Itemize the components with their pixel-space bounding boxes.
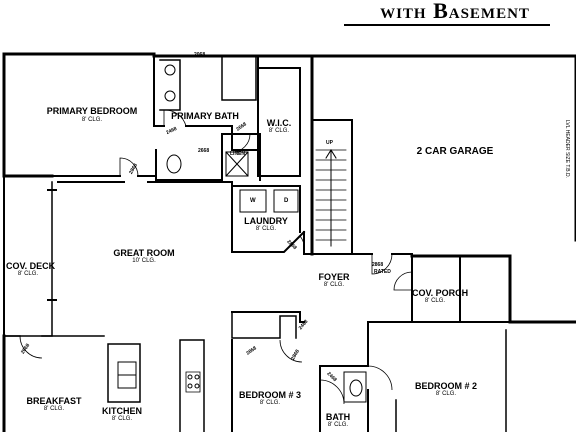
garage-header-note: LVL HEADER SIZE T.B.D. — [564, 120, 570, 178]
primary-bath-label: PRIMARY BATH — [171, 111, 239, 121]
bedroom3-label: BEDROOM # 3 — [238, 390, 301, 400]
bath-clg: 8' CLG. — [327, 422, 349, 428]
plan-title: with Basement — [380, 0, 530, 23]
kitchen-burner-3 — [187, 383, 193, 389]
primary-bath-walls — [155, 125, 261, 181]
linen-label: LINEN — [230, 151, 245, 157]
kitchen-burner-4 — [194, 383, 200, 389]
door-swing-primary-bed — [119, 157, 139, 177]
linen-box — [225, 151, 249, 177]
toilet-bath — [349, 379, 363, 397]
great-room-top-wall — [57, 181, 233, 253]
door-swing-bed2 — [367, 365, 393, 391]
door-swing-front — [393, 271, 413, 291]
door-swing-bath — [319, 379, 345, 405]
bath-label: BATH — [325, 412, 351, 422]
breakfast-clg: 8' CLG. — [43, 406, 65, 412]
bedroom3-top-wall — [231, 311, 305, 323]
deck-posts — [47, 189, 57, 301]
kitchen-burner-1 — [187, 374, 193, 380]
cov-porch-label: COV. PORCH — [412, 288, 469, 298]
vanity-counter — [159, 59, 181, 111]
kitchen-sink — [117, 361, 137, 389]
cov-deck-clg: 8' CLG. — [17, 271, 39, 277]
door-tag-11: 2068 — [194, 52, 206, 58]
range-burners — [185, 371, 201, 393]
laundry-label: LAUNDRY — [244, 216, 288, 226]
foyer-clg: 8' CLG. — [323, 282, 345, 288]
primary-bed-bottom-wall — [51, 149, 157, 177]
laundry-clg: 8' CLG. — [255, 226, 277, 232]
stair-up-label: UP — [326, 140, 333, 146]
title-underline — [344, 24, 550, 26]
washer-label: W — [250, 198, 256, 204]
wic-label: W.I.C. — [266, 118, 292, 128]
toilet-primary — [166, 154, 182, 174]
wic-walls — [231, 55, 301, 177]
door-swing-garage — [371, 253, 393, 275]
great-room-clg: 10' CLG. — [132, 258, 156, 264]
exterior-wall-top — [2, 52, 576, 58]
garage-label: 2 CAR GARAGE — [416, 146, 494, 157]
stair-arrow — [325, 149, 337, 247]
primary-bedroom-clg: 8' CLG. — [81, 117, 103, 123]
dryer-box — [273, 189, 299, 213]
door-swing-breakfast — [19, 335, 43, 359]
dryer-label: D — [284, 198, 289, 204]
bedroom3-clg: 8' CLG. — [259, 400, 281, 406]
kitchen-clg: 8' CLG. — [111, 416, 133, 422]
bath-walls — [319, 365, 369, 432]
door-tag-6: 2868 — [372, 262, 384, 268]
bedroom2-clg: 8' CLG. — [435, 391, 457, 397]
great-room-label: GREAT ROOM — [113, 248, 175, 258]
cov-deck-walls — [3, 181, 53, 337]
cov-deck-label: COV. DECK — [6, 261, 56, 271]
door-swing-primary-bath — [163, 109, 187, 127]
door-tag-2: 2668 — [198, 148, 210, 154]
breakfast-label: BREAKFAST — [26, 396, 82, 406]
sink-bowl-2 — [164, 90, 176, 102]
wic-clg: 8' CLG. — [268, 128, 290, 134]
cov-porch-clg: 8' CLG. — [424, 298, 446, 304]
kitchen-label: KITCHEN — [102, 406, 142, 416]
closet-walls — [231, 311, 297, 339]
bedroom2-label: BEDROOM # 2 — [414, 381, 477, 391]
primary-bedroom-label: PRIMARY BEDROOM — [46, 106, 138, 116]
sink-bowl-1 — [164, 64, 176, 76]
kitchen-counter — [179, 339, 205, 432]
bath-right-closet — [395, 329, 507, 432]
door-swing-bed3 — [279, 339, 303, 363]
foyer-label: FOYER — [318, 272, 350, 282]
bedroom2-walls — [367, 321, 511, 432]
door-swing-wic — [231, 133, 251, 153]
shower-walls — [221, 55, 257, 101]
door-tag-rated: RATED — [374, 269, 391, 275]
kitchen-burner-2 — [194, 374, 200, 380]
door-swing-laundry — [283, 235, 305, 255]
kitchen-island — [107, 343, 141, 403]
washer-box — [239, 189, 267, 213]
bath-vanity — [343, 371, 367, 403]
